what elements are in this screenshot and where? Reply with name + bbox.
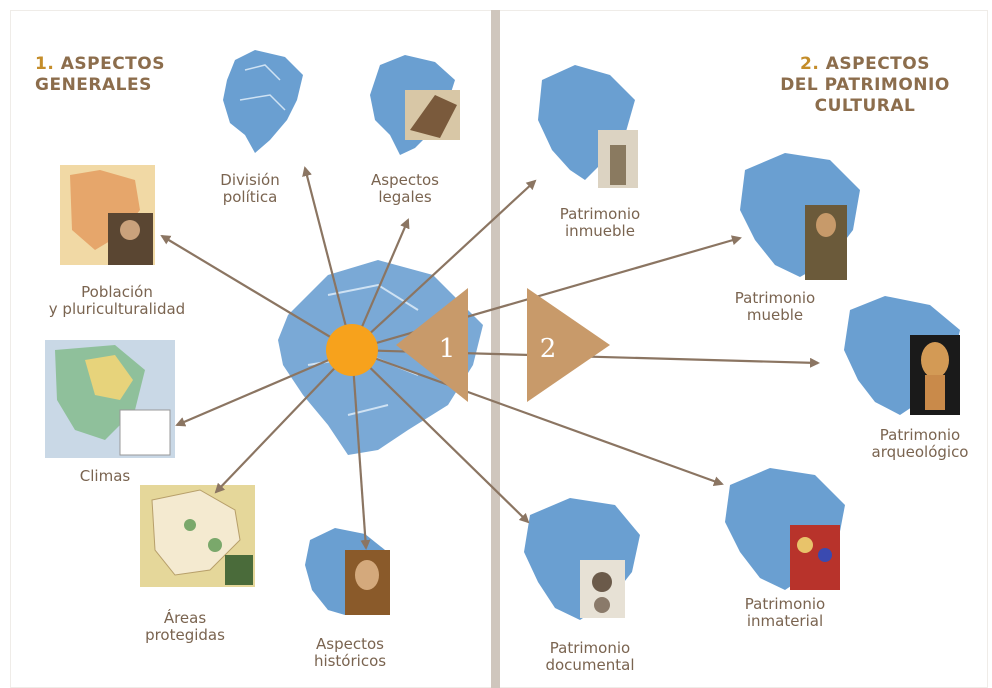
arrow-inmaterial — [351, 348, 724, 486]
right-heading-line2: DEL PATRIMONIO — [780, 75, 950, 95]
climas-map-thumb — [45, 340, 175, 458]
label-climas: Climas — [65, 468, 145, 485]
arrow-documental — [351, 349, 530, 524]
triangle-left — [396, 288, 468, 402]
label-inmaterial: Patrimonio inmaterial — [725, 596, 845, 630]
legales-map-thumb — [370, 55, 460, 155]
label-mueble-l2: mueble — [746, 306, 804, 324]
label-legales: Aspectos legales — [350, 172, 460, 206]
label-poblacion-l2: y pluriculturalidad — [48, 300, 186, 318]
label-climas-l1: Climas — [79, 467, 131, 485]
label-areas: Áreas protegidas — [130, 610, 240, 644]
label-arqueologico-l1: Patrimonio — [879, 426, 961, 444]
label-arqueologico: Patrimonio arqueológico — [860, 427, 980, 461]
label-historicos: Aspectos históricos — [290, 636, 410, 670]
division-map-thumb — [223, 50, 303, 153]
label-poblacion: Población y pluriculturalidad — [22, 284, 212, 318]
arrow-areas — [214, 349, 353, 494]
arrow-division — [302, 166, 354, 351]
label-areas-l2: protegidas — [145, 626, 225, 644]
arrow-inmueble — [351, 179, 537, 351]
label-division-l2: política — [222, 188, 278, 206]
label-legales-l1: Aspectos — [371, 171, 439, 189]
label-areas-l1: Áreas — [163, 609, 207, 627]
label-arqueologico-l2: arqueológico — [871, 443, 969, 461]
right-heading-line1: ASPECTOS — [825, 54, 930, 74]
label-inmueble-l1: Patrimonio — [559, 205, 641, 223]
label-mueble-l1: Patrimonio — [734, 289, 816, 307]
label-documental-l2: documental — [545, 656, 635, 674]
right-heading: 2. ASPECTOS DEL PATRIMONIO CULTURAL — [765, 54, 965, 117]
label-inmueble: Patrimonio inmueble — [540, 206, 660, 240]
left-heading-line2: GENERALES — [35, 75, 152, 95]
central-hub — [326, 324, 378, 376]
right-heading-line3: CULTURAL — [814, 96, 916, 116]
arrow-historicos — [350, 349, 371, 550]
documental-map-thumb — [524, 498, 640, 620]
poblacion-map-thumb — [60, 165, 155, 265]
label-division: División política — [195, 172, 305, 206]
label-division-l1: División — [220, 171, 280, 189]
label-legales-l2: legales — [378, 188, 432, 206]
marker-1: 1 — [439, 334, 456, 364]
inmaterial-map-thumb — [725, 468, 845, 590]
label-inmaterial-l2: inmaterial — [746, 612, 824, 630]
mueble-map-thumb — [740, 153, 860, 280]
marker-2: 2 — [540, 334, 557, 364]
left-heading-number: 1. — [35, 54, 55, 74]
label-poblacion-l1: Población — [81, 283, 153, 301]
left-heading-line1: ASPECTOS — [60, 54, 165, 74]
inmueble-map-thumb — [538, 65, 638, 188]
right-heading-number: 2. — [800, 54, 820, 74]
label-inmueble-l2: inmueble — [565, 222, 635, 240]
label-historicos-l1: Aspectos — [316, 635, 384, 653]
arrow-climas — [175, 348, 353, 427]
triangle-right — [527, 288, 610, 402]
label-documental: Patrimonio documental — [530, 640, 650, 674]
label-historicos-l2: históricos — [313, 652, 387, 670]
label-documental-l1: Patrimonio — [549, 639, 631, 657]
left-heading: 1. ASPECTOS GENERALES — [35, 54, 165, 96]
areas-map-thumb — [140, 485, 255, 587]
arqueologico-map-thumb — [844, 296, 960, 415]
label-mueble: Patrimonio mueble — [715, 290, 835, 324]
section-divider — [491, 10, 500, 688]
arrow-poblacion — [160, 234, 353, 351]
label-inmaterial-l1: Patrimonio — [744, 595, 826, 613]
